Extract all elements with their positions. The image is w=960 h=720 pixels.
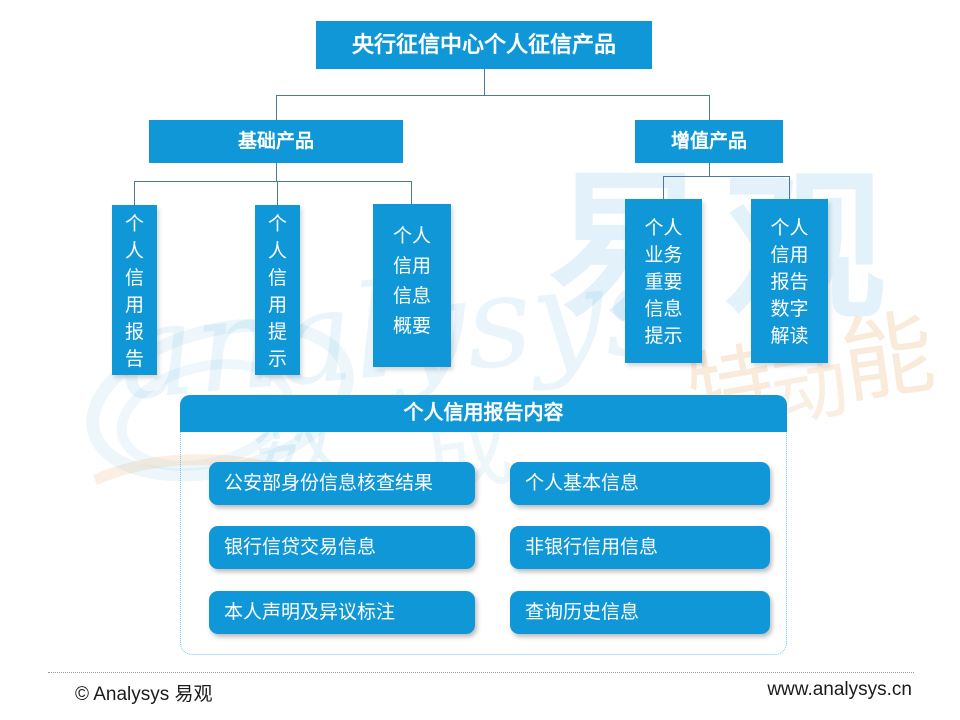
root-node-title: 央行征信中心个人征信产品 [316, 21, 652, 69]
leaf-line: 告 [124, 349, 144, 370]
leaf-node-credit-report-digital-reading: 个人信用报告数字解读 [751, 199, 828, 363]
report-item-query-history-info: 查询历史信息 [510, 591, 770, 634]
report-item-bank-credit-transactions: 银行信贷交易信息 [209, 526, 475, 569]
leaf-node-personal-credit-report: 个人信用报告 [112, 205, 157, 375]
leaf-line: 信 [124, 268, 144, 289]
connector-line [411, 181, 412, 204]
report-item-personal-statement-dispute-notes: 本人声明及异议标注 [209, 591, 475, 634]
connector-line [134, 181, 412, 182]
footer-copyright: © Analysys 易观 [75, 684, 213, 705]
leaf-node-personal-credit-alert: 个人信用提示 [255, 205, 300, 375]
connector-line [276, 95, 710, 96]
connector-line [709, 163, 710, 176]
connector-line [277, 181, 278, 205]
report-item-personal-basic-info: 个人基本信息 [510, 462, 770, 505]
footer-website: www.analysys.cn [767, 679, 912, 700]
leaf-line: 提示 [644, 326, 683, 347]
leaf-line: 个人 [392, 226, 431, 247]
connector-line [663, 176, 790, 177]
watermark-char: 能 [835, 301, 941, 415]
leaf-line: 数字 [770, 299, 809, 320]
leaf-line: 信用 [770, 245, 809, 266]
branch-node-basic-products: 基础产品 [149, 120, 403, 163]
leaf-line: 个人 [770, 218, 809, 239]
leaf-line: 信息 [644, 299, 683, 320]
connector-line [789, 176, 790, 199]
connector-line [276, 163, 277, 181]
leaf-node-important-business-info-alert: 个人业务重要信息提示 [625, 199, 702, 363]
footer-divider [48, 672, 914, 673]
leaf-line: 业务 [644, 245, 683, 266]
leaf-line: 人 [267, 241, 287, 262]
leaf-line: 报 [124, 322, 144, 343]
leaf-node-personal-credit-info-summary: 个人信用信息概要 [373, 204, 451, 367]
report-content-panel-title: 个人信用报告内容 [180, 395, 787, 432]
connector-line [484, 69, 485, 95]
report-item-police-id-check: 公安部身份信息核查结果 [209, 462, 475, 505]
leaf-line: 个 [124, 214, 144, 235]
connector-line [276, 95, 277, 120]
leaf-line: 重要 [644, 272, 683, 293]
leaf-line: 报告 [770, 272, 809, 293]
leaf-line: 用 [267, 295, 287, 316]
connector-line [134, 181, 135, 205]
branch-node-value-added-products: 增值产品 [635, 120, 783, 163]
connector-line [663, 176, 664, 199]
leaf-line: 信用 [392, 256, 431, 277]
leaf-line: 示 [267, 349, 287, 370]
leaf-line: 信息 [392, 286, 431, 307]
leaf-line: 人 [124, 241, 144, 262]
watermark-brand-text: 易观 [548, 158, 900, 339]
leaf-line: 信 [267, 268, 287, 289]
report-item-non-bank-credit-info: 非银行信用信息 [510, 526, 770, 569]
leaf-line: 提 [267, 322, 287, 343]
leaf-line: 个 [267, 214, 287, 235]
leaf-line: 用 [124, 295, 144, 316]
leaf-line: 个人 [644, 218, 683, 239]
leaf-line: 概要 [392, 316, 431, 337]
leaf-line: 解读 [770, 326, 809, 347]
connector-line [709, 95, 710, 120]
